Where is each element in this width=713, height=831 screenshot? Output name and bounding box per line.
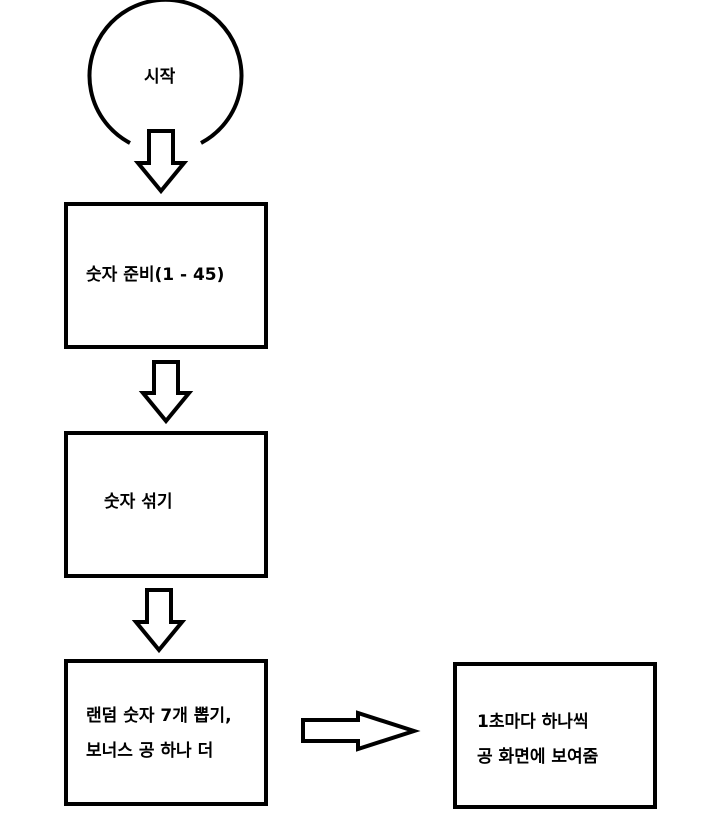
step-box-prepare-numbers [64, 202, 268, 349]
start-node-label: 시작 [144, 67, 176, 87]
arrow-draw-to-display [301, 710, 421, 752]
step-box-draw-numbers [64, 659, 268, 806]
step-label-draw-numbers-line2: 보너스 공 하나 더 [86, 741, 214, 761]
arrow-start-to-prepare [133, 129, 189, 195]
step-label-shuffle-numbers: 숫자 섞기 [104, 492, 173, 512]
arrow-prepare-to-shuffle [138, 360, 194, 425]
step-label-display-balls-line2: 공 화면에 보여줌 [477, 747, 599, 767]
start-node-arc [87, 0, 244, 145]
step-label-draw-numbers-line1: 랜덤 숫자 7개 뽑기, [86, 706, 232, 726]
step-label-prepare-numbers: 숫자 준비(1 - 45) [86, 265, 225, 285]
arrow-shuffle-to-draw [131, 588, 187, 654]
step-box-shuffle-numbers [64, 431, 268, 578]
step-box-display-balls [453, 662, 657, 809]
step-label-display-balls-line1: 1초마다 하나씩 [477, 712, 589, 732]
